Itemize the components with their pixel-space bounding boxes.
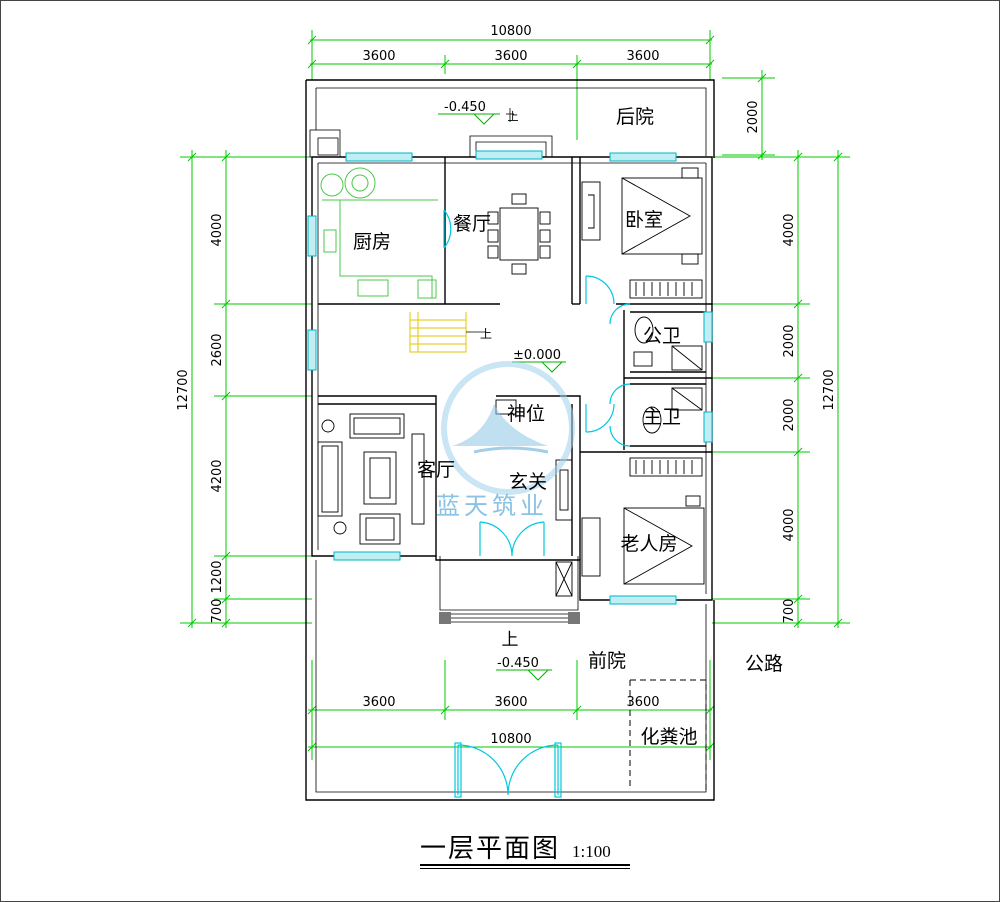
windows: [307, 150, 713, 605]
living-room-furniture: [317, 413, 425, 545]
doors: [443, 209, 631, 798]
left-dim-5: 700: [210, 599, 225, 624]
right-dim-2: 2000: [782, 324, 797, 357]
room-label-septic-tank: 化粪池: [640, 726, 697, 748]
room-label-backyard: 后院: [616, 106, 654, 128]
left-dim-4: 1200: [210, 560, 225, 593]
room-label-master-bath: 主卫: [643, 406, 681, 428]
drawing-scale: 1:100: [572, 842, 611, 861]
top-dimension-chain: [307, 30, 715, 140]
top-dim-1: 3600: [362, 49, 395, 64]
level-front-yard: -0.450: [497, 656, 539, 671]
right-dim-3: 2000: [782, 398, 797, 431]
top-dim-3: 3600: [626, 49, 659, 64]
foyer-fixtures: [495, 399, 573, 597]
top-dim-2: 3600: [494, 49, 527, 64]
left-total-dim: 12700: [176, 369, 191, 410]
up-label-back: 上: [508, 110, 519, 123]
right-total-dim: 12700: [822, 369, 837, 410]
bottom-dim-3: 3600: [626, 695, 659, 710]
bottom-dim-1: 3600: [362, 695, 395, 710]
left-dim-1: 4000: [210, 213, 225, 246]
title-underline-thin: [420, 868, 630, 869]
right-dim-5: 700: [782, 599, 797, 624]
left-dimension-chain: [180, 150, 312, 628]
bedroom-furniture: [581, 167, 703, 299]
room-label-road: 公路: [745, 653, 783, 675]
room-label-living: 客厅: [417, 459, 455, 481]
level-interior: ±0.000: [513, 348, 561, 363]
elder-room-furniture: [581, 457, 705, 585]
room-label-shrine: 神位: [507, 403, 545, 425]
dining-table: [487, 193, 551, 275]
room-label-front-yard: 前院: [588, 650, 626, 672]
right-dim-4: 4000: [782, 508, 797, 541]
drawing-title-block: 一层平面图 1:100: [420, 828, 630, 869]
room-label-kitchen: 厨房: [353, 231, 391, 253]
kitchen-fixtures: [320, 167, 438, 299]
watermark-text: 蓝天筑业: [436, 492, 548, 520]
right-dim-1: 4000: [782, 213, 797, 246]
level-backyard: -0.450: [444, 100, 486, 115]
left-dim-2: 2600: [210, 333, 225, 366]
room-label-dining: 餐厅: [453, 213, 491, 235]
room-label-elder-room: 老人房: [620, 533, 677, 555]
room-label-public-bath: 公卫: [643, 325, 681, 347]
bottom-dim-2: 3600: [494, 695, 527, 710]
top-total-dim: 10800: [490, 24, 531, 39]
left-dim-3: 4200: [210, 459, 225, 492]
backyard-depth-dim: 2000: [746, 100, 761, 133]
room-label-bedroom: 卧室: [625, 209, 663, 231]
bottom-total-dim: 10800: [490, 732, 531, 747]
drawing-title: 一层平面图: [420, 834, 561, 864]
title-underline: [420, 864, 630, 866]
staircase: [409, 312, 486, 353]
walls: [305, 79, 715, 801]
right-dimension-chain: [712, 150, 850, 628]
level-markers: [438, 108, 566, 681]
septic-tank-outline: [629, 679, 707, 790]
bathroom-fixtures: [633, 316, 703, 434]
watermark-logo: [441, 361, 575, 495]
up-label-front: 上: [502, 630, 519, 650]
backyard-dimension: [722, 70, 775, 160]
bottom-dimension-chain: [307, 660, 715, 760]
room-label-foyer: 玄关: [509, 471, 547, 493]
up-label-stair: 上: [480, 327, 492, 341]
